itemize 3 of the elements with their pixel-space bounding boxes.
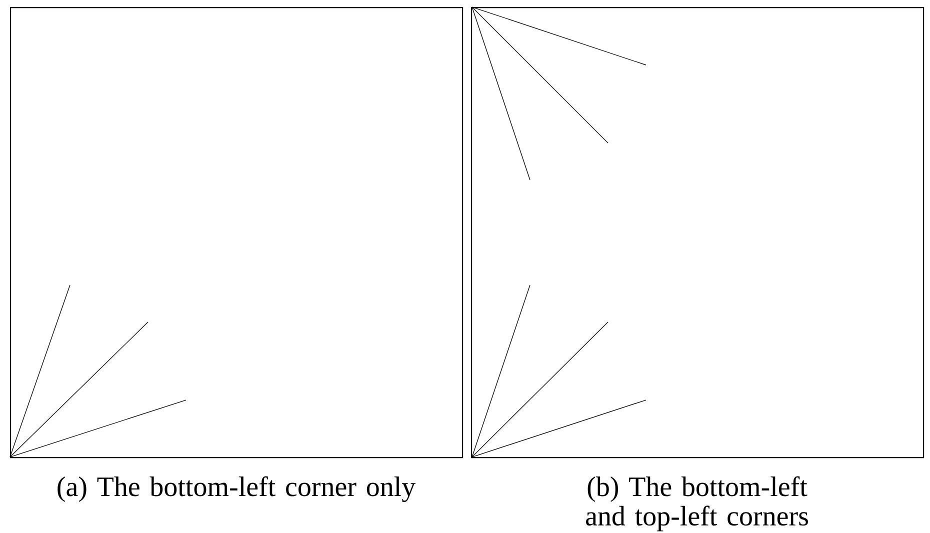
caption: (a) The bottom-left corner only [58, 476, 416, 502]
panel-frame [10, 7, 464, 458]
panel-frame [471, 7, 924, 458]
